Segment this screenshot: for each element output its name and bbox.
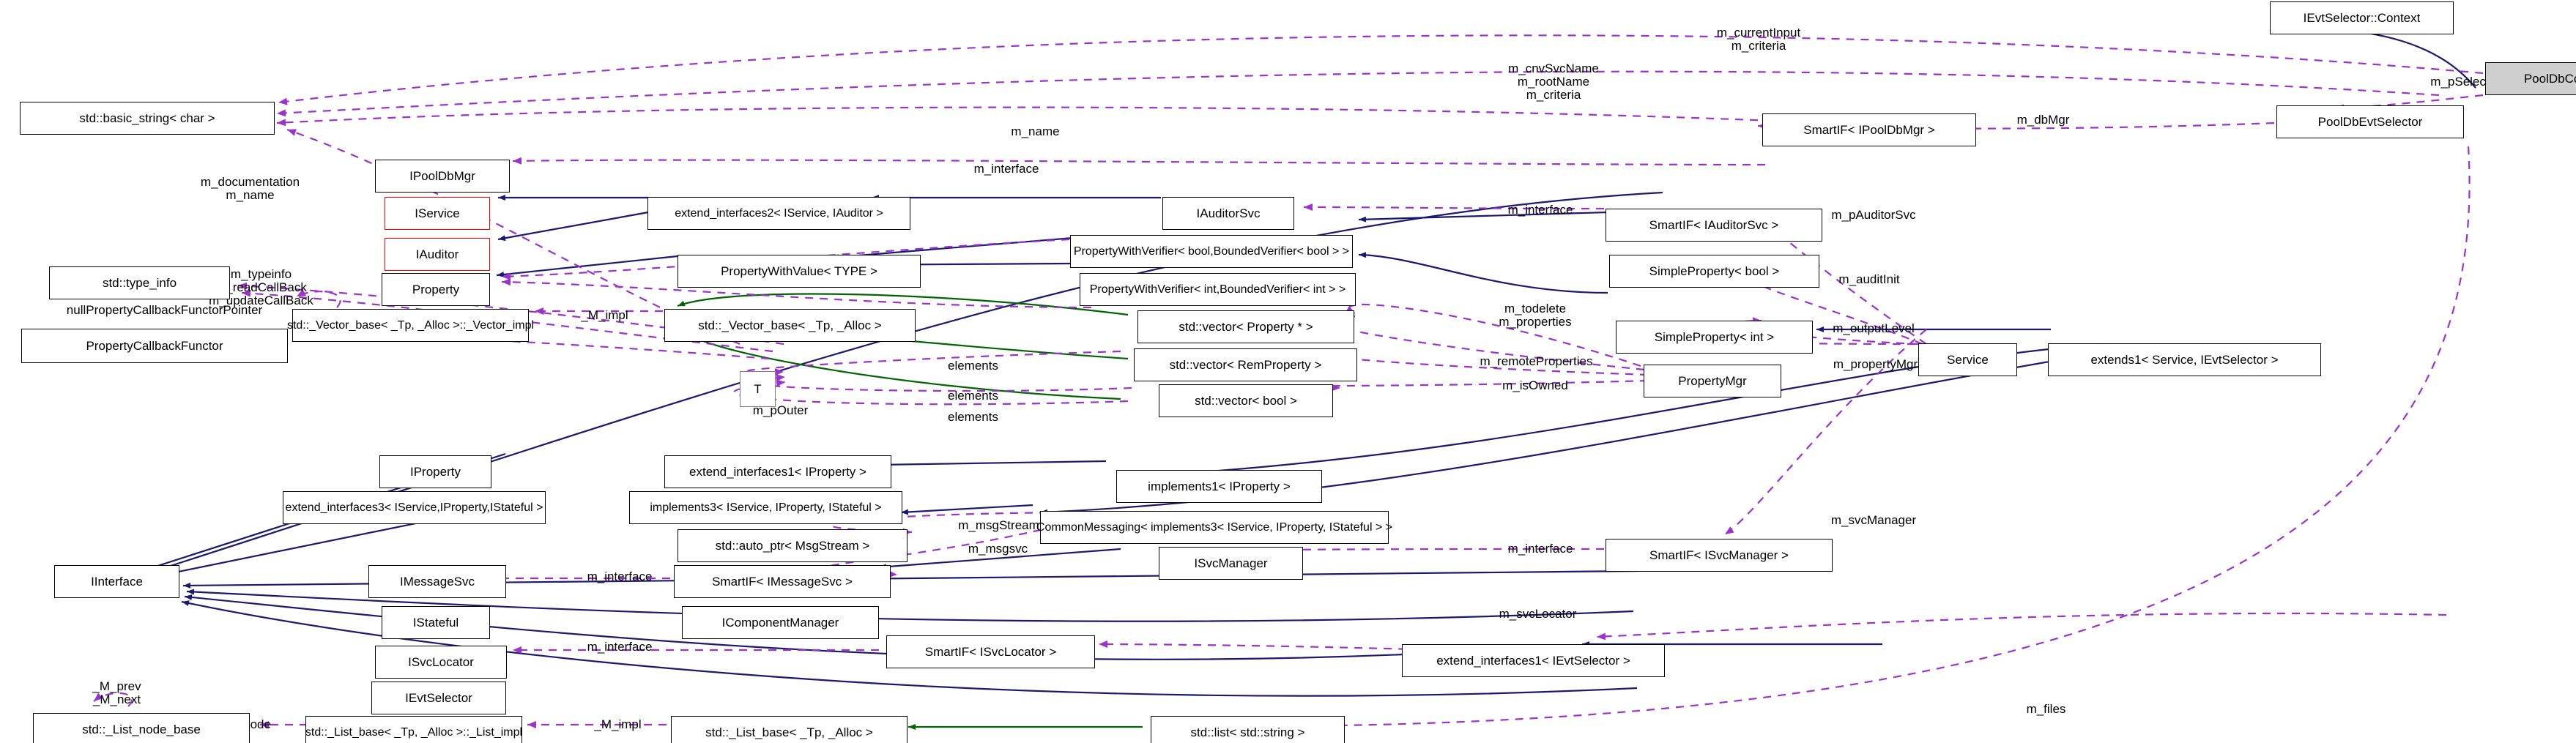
class-node-iauditorsvc[interactable]: IAuditorSvc	[1162, 197, 1294, 230]
class-node-list-base[interactable]: std::_List_base< _Tp, _Alloc >	[671, 716, 907, 743]
class-node-imessagesvc[interactable]: IMessageSvc	[368, 565, 506, 598]
class-node-implements3[interactable]: implements3< IService, IProperty, IState…	[629, 491, 902, 524]
class-node-vec-propptr[interactable]: std::vector< Property * >	[1137, 310, 1354, 343]
edge-label-pauditorsvc: m_pAuditorSvc	[1831, 208, 1916, 222]
class-node-ievtselector-context[interactable]: IEvtSelector::Context	[2270, 1, 2454, 34]
class-node-pooldbevtselector[interactable]: PoolDbEvtSelector	[2276, 105, 2464, 138]
class-node-icomponentmanager[interactable]: IComponentManager	[682, 606, 879, 639]
class-node-extintf2[interactable]: extend_interfaces2< IService, IAuditor >	[647, 197, 910, 230]
class-node-autoptr-msgstream[interactable]: std::auto_ptr< MsgStream >	[678, 529, 907, 562]
edge-label-isowned: m_isOwned	[1502, 378, 1568, 392]
class-node-vec-remproperty[interactable]: std::vector< RemProperty >	[1134, 348, 1357, 381]
class-node-simpleprop-int[interactable]: SimpleProperty< int >	[1616, 321, 1813, 354]
edge-label-svcmanager: m_svcManager	[1830, 513, 1917, 527]
class-node-pwv-bool[interactable]: PropertyWithVerifier< bool,BoundedVerifi…	[1070, 235, 1353, 268]
edge-label-propertymgr: m_propertyMgr	[1833, 357, 1918, 371]
class-node-smartif-isvclocator[interactable]: SmartIF< ISvcLocator >	[886, 635, 1095, 668]
edge-label-interface-b: m_interface	[1507, 203, 1573, 217]
edge-label-interface-c: m_interface	[1507, 542, 1573, 556]
class-node-T[interactable]: T	[740, 371, 776, 407]
class-node-iproperty[interactable]: IProperty	[379, 455, 491, 488]
edge-label-svclocator: m_svcLocator	[1499, 607, 1577, 621]
class-node-propertymgr[interactable]: PropertyMgr	[1644, 365, 1781, 397]
class-node-implements1[interactable]: implements1< IProperty >	[1116, 470, 1322, 503]
class-node-propwithvalue[interactable]: PropertyWithValue< TYPE >	[678, 255, 921, 288]
class-node-property[interactable]: Property	[382, 273, 490, 306]
edge-label-auditinit: m_auditInit	[1838, 272, 1900, 286]
class-node-smartif-isvcmanager[interactable]: SmartIF< ISvcManager >	[1606, 539, 1833, 572]
class-node-simpleprop-bool[interactable]: SimpleProperty< bool >	[1609, 255, 1819, 288]
class-node-vec-bool[interactable]: std::vector< bool >	[1159, 384, 1333, 417]
class-node-list-string[interactable]: std::list< std::string >	[1151, 716, 1345, 743]
edge-label-nullcbptr: nullPropertyCallbackFunctorPointer	[66, 303, 263, 317]
edge-label-msgstream: m_msgStream	[958, 518, 1039, 532]
class-node-smartif-iauditorsvc[interactable]: SmartIF< IAuditorSvc >	[1606, 209, 1822, 242]
edge-label-name: m_name	[1011, 124, 1060, 138]
class-node-ievtselector[interactable]: IEvtSelector	[371, 682, 506, 714]
edge-label-files: m_files	[2026, 702, 2066, 716]
edge-label-dbmgr: m_dbMgr	[2016, 113, 2070, 127]
class-node-list-node-base[interactable]: std::_List_node_base	[33, 713, 250, 743]
class-node-istateful[interactable]: IStateful	[382, 606, 490, 639]
class-node-isvcmanager[interactable]: ISvcManager	[1159, 547, 1303, 580]
class-node-extintf1-ievtselector[interactable]: extend_interfaces1< IEvtSelector >	[1402, 644, 1665, 677]
class-node-vecbase-impl[interactable]: std::_Vector_base< _Tp, _Alloc >::_Vecto…	[287, 309, 534, 342]
class-node-smartif-ipooldbmgr[interactable]: SmartIF< IPoolDbMgr >	[1762, 113, 1976, 146]
class-node-service[interactable]: Service	[1918, 343, 2017, 376]
class-node-iservice[interactable]: IService	[385, 197, 490, 230]
class-node-propcbfunctor[interactable]: PropertyCallbackFunctor	[21, 329, 288, 363]
class-node-vecbase[interactable]: std::_Vector_base< _Tp, _Alloc >	[664, 309, 916, 342]
edge-label-elements1: elements	[948, 359, 998, 373]
edge-label-msgsvc: m_msgsvc	[968, 542, 1028, 556]
edge-label-mimpl-vec: _M_impl	[581, 308, 628, 322]
class-node-commonmessaging[interactable]: CommonMessaging< implements3< IService, …	[1036, 511, 1392, 544]
edge-label-currentinput: m_currentInput m_criteria	[1716, 26, 1801, 53]
class-node-isvclocator[interactable]: ISvcLocator	[375, 646, 507, 679]
class-node-iinterface[interactable]: IInterface	[54, 565, 179, 598]
edge-label-pouter: m_pOuter	[752, 403, 809, 417]
class-node-iauditor[interactable]: IAuditor	[385, 238, 490, 271]
edge-label-cnvsvcname: m_cnvSvcName m_rootName m_criteria	[1508, 61, 1599, 102]
class-node-pwv-int[interactable]: PropertyWithVerifier< int,BoundedVerifie…	[1080, 273, 1356, 306]
class-node-pooldbcontext[interactable]: PoolDbContext	[2485, 62, 2576, 95]
class-node-list-base-impl[interactable]: std::_List_base< _Tp, _Alloc >::_List_im…	[305, 716, 522, 743]
edge-label-pselector: m_pSelector	[2430, 75, 2501, 89]
class-node-smartif-imessagesvc[interactable]: SmartIF< IMessageSvc >	[674, 565, 891, 598]
edge-label-elements3: elements	[948, 410, 998, 424]
class-node-extintf1-iproperty[interactable]: extend_interfaces1< IProperty >	[664, 455, 891, 488]
edge-label-remoteprops: m_remoteProperties	[1480, 354, 1593, 368]
class-node-extintf3[interactable]: extend_interfaces3< IService,IProperty,I…	[283, 491, 546, 524]
edge-label-interface-d: m_interface	[587, 570, 653, 583]
edge-label-mimpl-list: _M_impl	[594, 717, 642, 731]
edge-label-todelete: m_todelete m_properties	[1499, 302, 1572, 329]
edge-label-outputlevel: m_outputLevel	[1833, 321, 1915, 335]
class-node-ipooldbmgr[interactable]: IPoolDbMgr	[375, 160, 510, 193]
edge-label-elements2: elements	[948, 389, 998, 403]
class-node-extends1[interactable]: extends1< Service, IEvtSelector >	[2048, 343, 2321, 376]
edge-label-mprev: _M_prev _M_next	[92, 679, 141, 706]
class-node-basic-string[interactable]: std::basic_string< char >	[20, 102, 275, 135]
edge-label-interface-e: m_interface	[587, 640, 653, 654]
edge-label-interface-a: m_interface	[973, 162, 1039, 176]
edge-label-documentation: m_documentation m_name	[200, 175, 300, 202]
class-node-type-info[interactable]: std::type_info	[49, 266, 230, 299]
